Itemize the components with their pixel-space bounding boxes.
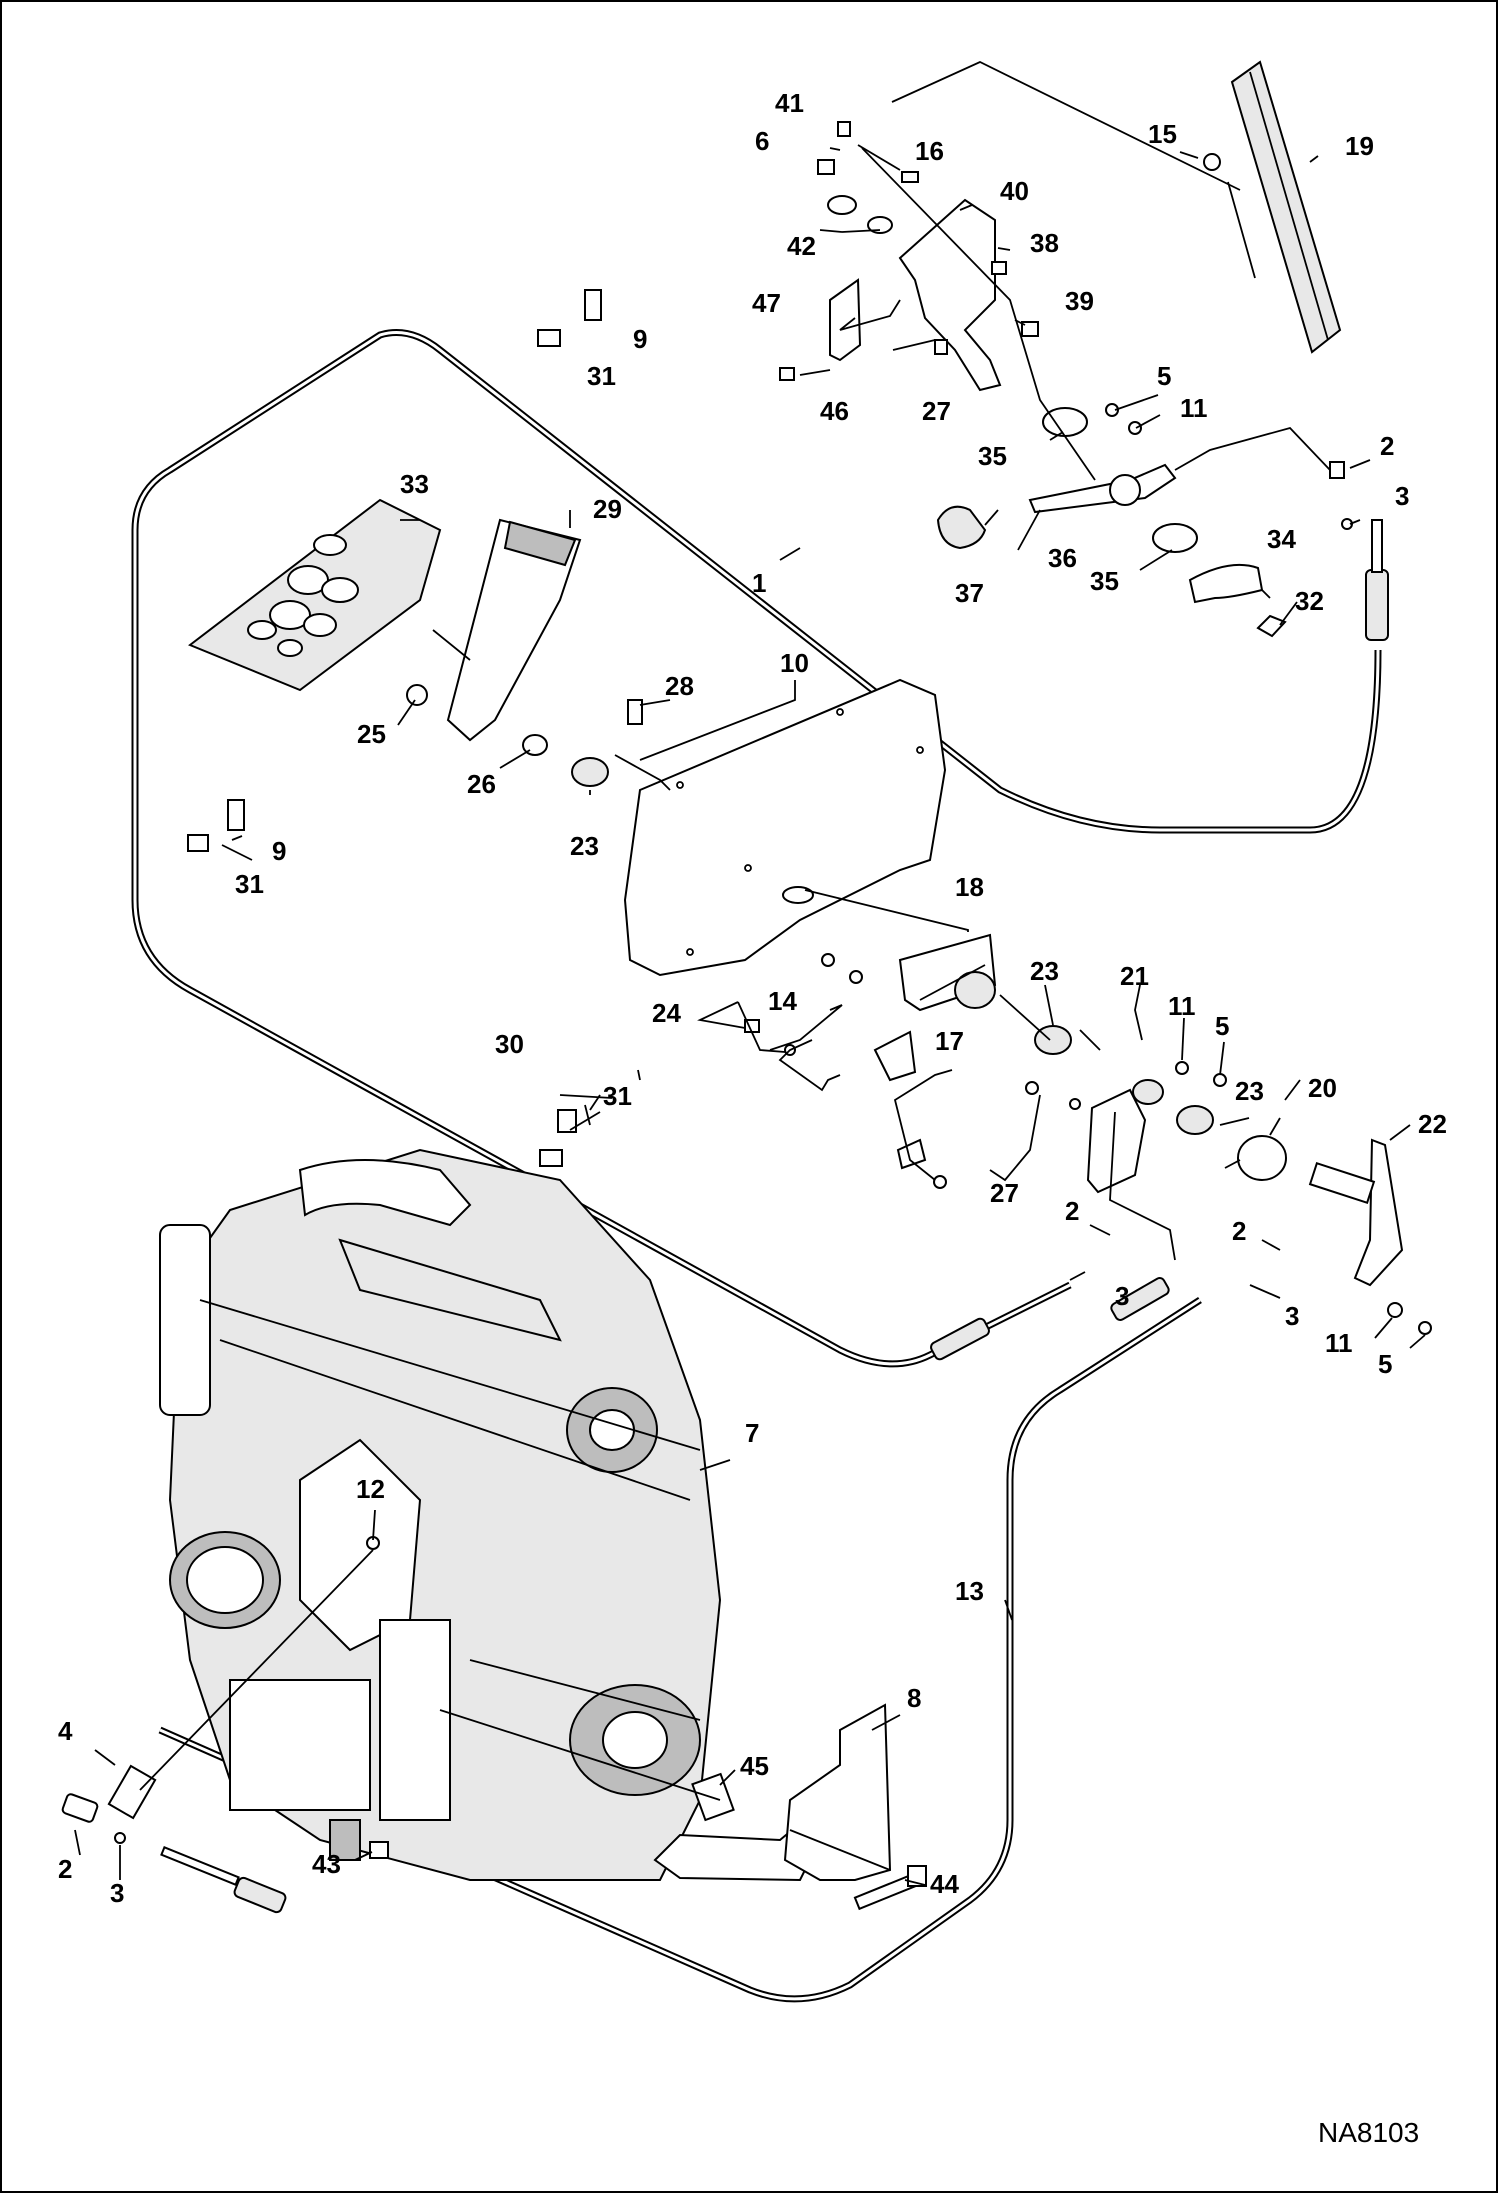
callout-24: 24	[652, 998, 681, 1028]
callout-23-top: 23	[570, 831, 599, 861]
callout-35-top: 35	[978, 441, 1007, 471]
lever-arm	[1308, 1138, 1404, 1287]
callout-2-middle: 2	[1065, 1196, 1079, 1226]
callout-5-top: 5	[1157, 361, 1171, 391]
bushings-middle	[1034, 1025, 1214, 1135]
cable-13	[158, 1297, 1202, 2003]
callout-3-bottom: 3	[110, 1878, 124, 1908]
callout-26: 26	[467, 769, 496, 799]
callout-6: 6	[755, 126, 769, 156]
callout-8: 8	[907, 1683, 921, 1713]
callout-11-middle: 11	[1168, 991, 1196, 1021]
mount-plate	[623, 678, 947, 977]
callout-2-top: 2	[1380, 431, 1394, 461]
small-hardware-left	[187, 289, 602, 852]
engine-bracket	[653, 1703, 892, 1882]
callout-5-right: 5	[1378, 1349, 1392, 1379]
callout-5-middle: 5	[1215, 1011, 1229, 1041]
knob	[936, 505, 987, 550]
linkage-bracket	[873, 933, 997, 1170]
callout-9-left: 9	[272, 836, 286, 866]
throttle-arm	[1028, 463, 1177, 514]
callout-25: 25	[357, 719, 386, 749]
callout-42: 42	[787, 231, 816, 261]
callout-31-top: 31	[587, 361, 616, 391]
cable-end-top-right	[1365, 519, 1389, 641]
callout-2-right: 2	[1232, 1216, 1246, 1246]
callout-3-top: 3	[1395, 481, 1409, 511]
pedal-bushings	[406, 684, 643, 787]
callout-23-middle: 23	[1030, 956, 1059, 986]
callout-35-bottom: 35	[1090, 566, 1119, 596]
callout-11-right: 11	[1325, 1328, 1353, 1358]
callout-33: 33	[400, 469, 429, 499]
callout-3-right: 3	[1285, 1301, 1299, 1331]
friction-plate	[1188, 563, 1287, 638]
callout-28: 28	[665, 671, 694, 701]
callout-17: 17	[935, 1026, 964, 1056]
small-hardware-top	[779, 121, 1353, 530]
callout-labels: 41 6 16 40 42 38 47 39 46 27 15 19 9 31 …	[58, 88, 1447, 1908]
callout-14: 14	[768, 986, 797, 1016]
cable-end-right	[1110, 1277, 1170, 1321]
callout-31-left: 31	[235, 869, 264, 899]
callout-37: 37	[955, 578, 984, 608]
callout-36: 36	[1048, 543, 1077, 573]
cable-end-middle	[930, 1317, 990, 1361]
callout-31-middle: 31	[603, 1081, 632, 1111]
callout-40: 40	[1000, 176, 1029, 206]
callout-19: 19	[1345, 131, 1374, 161]
callout-39: 39	[1065, 286, 1094, 316]
callout-29: 29	[593, 494, 622, 524]
small-hardware-middle	[539, 953, 1432, 1335]
callout-43: 43	[312, 1849, 341, 1879]
cable-end-engine	[160, 1846, 287, 1914]
engine	[159, 1148, 722, 1881]
callout-18: 18	[955, 872, 984, 902]
callout-15: 15	[1148, 119, 1177, 149]
callout-10: 10	[780, 648, 809, 678]
callout-41: 41	[775, 88, 804, 118]
callout-12: 12	[356, 1474, 385, 1504]
callout-32: 32	[1295, 586, 1324, 616]
pivot-plate	[1086, 1079, 1164, 1194]
callout-16: 16	[915, 136, 944, 166]
callout-2-bottom: 2	[58, 1854, 72, 1884]
callout-47: 47	[752, 288, 781, 318]
callout-38: 38	[1030, 228, 1059, 258]
callout-7: 7	[745, 1418, 759, 1448]
callout-11-top: 11	[1180, 393, 1208, 423]
foot-pedal-plate	[188, 498, 442, 692]
callout-3-middle: 3	[1115, 1281, 1129, 1311]
pedal-arm	[446, 518, 582, 742]
figure-id: NA8103	[1318, 2117, 1419, 2148]
callout-13: 13	[955, 1576, 984, 1606]
cable-1	[131, 329, 1382, 1368]
callout-4: 4	[58, 1716, 73, 1746]
callout-45: 45	[740, 1751, 769, 1781]
callout-30: 30	[495, 1029, 524, 1059]
callout-21: 21	[1120, 961, 1149, 991]
torsion-spring	[1224, 1117, 1287, 1181]
callout-22: 22	[1418, 1109, 1447, 1139]
leader-lines	[74, 61, 1426, 1886]
pedal-bracket	[829, 198, 1002, 392]
callout-9-top: 9	[633, 324, 647, 354]
callout-46: 46	[820, 396, 849, 426]
callout-27-top: 27	[922, 396, 951, 426]
washers	[827, 195, 1198, 553]
callout-44: 44	[930, 1869, 959, 1899]
mounting-rail	[1230, 60, 1342, 354]
callout-20: 20	[1308, 1073, 1337, 1103]
callout-27-middle: 27	[990, 1178, 1019, 1208]
callout-1: 1	[752, 568, 766, 598]
callout-34: 34	[1267, 524, 1296, 554]
callout-23-right: 23	[1235, 1076, 1264, 1106]
